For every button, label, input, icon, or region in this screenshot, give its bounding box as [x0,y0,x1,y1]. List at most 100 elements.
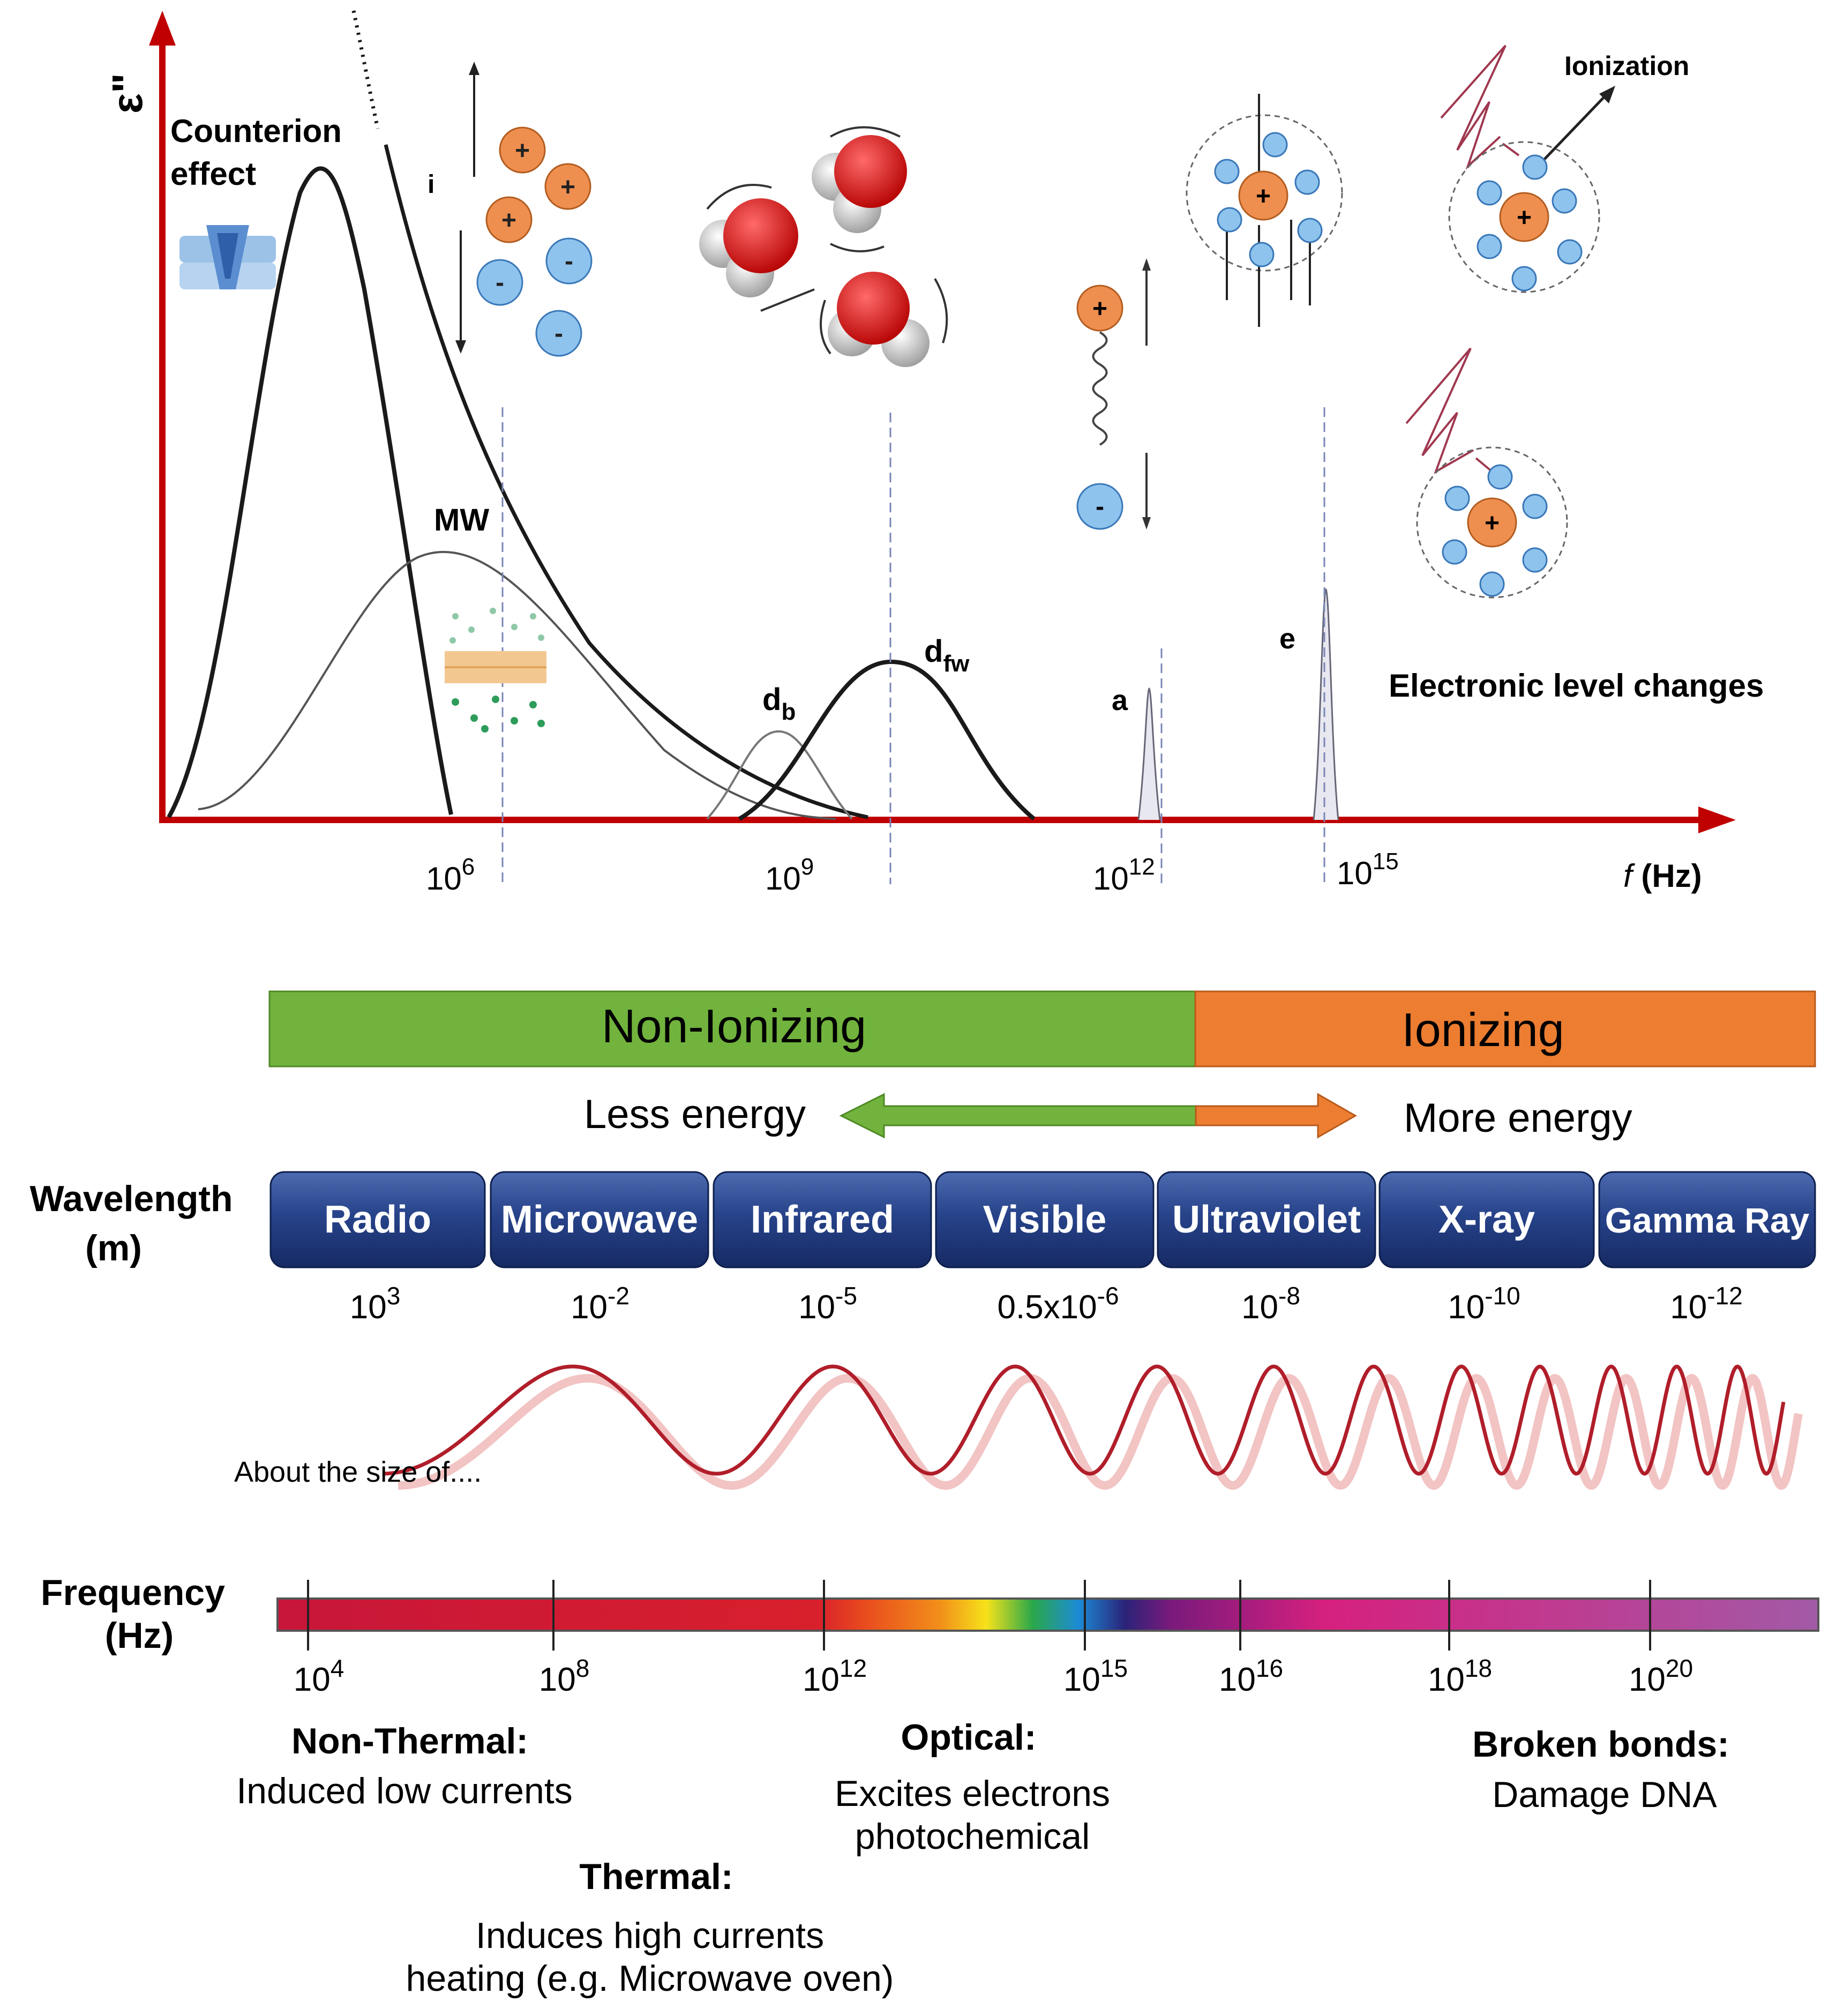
svg-text:109: 109 [765,854,814,897]
svg-text:+: + [1256,182,1271,211]
ionizing-label: Ionizing [1402,1003,1564,1056]
wave-line [383,1364,1786,1476]
counterion-label-line1: Counterion [170,113,342,149]
svg-text:106: 106 [426,854,475,897]
dfw-label: dfw [924,634,970,677]
band-wavelength-value: 103 [350,1282,401,1326]
band-box [713,1171,932,1268]
svg-text:-: - [565,247,573,275]
svg-text:-: - [496,268,504,297]
e-label: e [1279,623,1295,655]
counterion-curve [167,166,453,818]
excitation-atom-icon: + [1405,347,1568,599]
band-wavelength-value: 10-12 [1670,1282,1742,1326]
svg-text:dfw: dfw [924,634,970,677]
db-label: db [762,682,796,725]
thermal-title: Thermal: [579,1856,733,1897]
band-box [1378,1171,1595,1268]
peak-e [1313,588,1339,820]
non-thermal-title: Non-Thermal: [291,1721,528,1761]
svg-text:+: + [1517,204,1532,232]
frequency-tick-label: 104 [294,1654,344,1698]
dipole-spring-icon: + - [1076,258,1151,530]
less-energy-label: Less energy [584,1092,806,1137]
energy-arrow-green [839,1093,1197,1139]
optical-text-line2: photochemical [855,1816,1090,1857]
broken-bonds-text: Damage DNA [1492,1774,1717,1815]
band-x-ray: X-ray 10-10 [1378,1171,1595,1326]
svg-text:-: - [1096,492,1104,521]
svg-text:+: + [1485,509,1500,537]
band-label: Radio [324,1198,431,1241]
band-visible: Visible 0.5x10-6 [935,1171,1155,1326]
band-radio: Radio 103 [269,1171,486,1326]
membrane-channel-icon [179,225,276,289]
band-box [1157,1171,1376,1268]
band-infrared: Infrared 10-5 [713,1171,932,1326]
frequency-spectrum-bar [276,1597,1819,1632]
band-label: Gamma Ray [1605,1200,1810,1240]
frequency-tick-label: 1018 [1428,1654,1492,1698]
band-box [269,1171,486,1268]
svg-text:db: db [762,682,796,725]
ions-cluster-icon: + + + - - - [455,62,593,357]
y-axis-symbol: εʺ [103,73,151,114]
optical-text-line1: Excites electrons [835,1773,1110,1814]
dielectric-spectrum-graph: εʺ 106 109 1012 1015 f (Hz) Counterion e… [103,10,1764,897]
ionic-dispersion-curve [384,144,868,819]
wavelength-row: Wavelength (m) Radio103Microwave10-2Infr… [29,1171,1816,1326]
water-molecules-icon [699,126,948,367]
peak-a [1137,687,1161,820]
svg-text:+: + [560,173,575,201]
y-axis-arrowhead [149,11,176,46]
frequency-title-line2: (Hz) [105,1615,174,1656]
optical-title: Optical: [901,1717,1036,1758]
ionization-atom-icon: + [1440,44,1615,293]
frequency-tick-label: 108 [539,1654,590,1698]
ionization-label: Ionization [1564,51,1689,81]
i-label: i [428,170,434,199]
ionic-curve-dotted-tail [351,10,380,129]
band-wavelength-value: 10-8 [1241,1282,1300,1326]
svg-text:+: + [501,206,516,235]
non-ionizing-segment [268,990,1196,1067]
svg-text:-: - [554,319,563,348]
svg-text:f (Hz): f (Hz) [1623,858,1702,894]
non-thermal-text: Induced low currents [236,1771,572,1811]
wave-caption: About the size of.... [234,1456,482,1488]
top-x-tick-1e15: 1015 [1337,848,1399,891]
ionizing-segment [1194,990,1816,1067]
frequency-tick-label: 1015 [1063,1654,1128,1698]
band-wavelength-value: 0.5x10-6 [997,1282,1119,1326]
a-label: a [1112,684,1128,716]
polarized-atom-icon: + [1186,94,1343,327]
mw-label: MW [434,503,489,537]
svg-text:+: + [1092,295,1107,323]
band-label: X-ray [1438,1198,1535,1241]
band-gamma-ray: Gamma Ray 10-12 [1598,1171,1816,1326]
svg-text:1012: 1012 [1093,854,1155,897]
band-label: Ultraviolet [1172,1198,1361,1241]
frequency-tick-label: 1020 [1629,1654,1693,1698]
band-wavelength-value: 10-10 [1448,1282,1520,1326]
energy-arrow-orange [1195,1093,1358,1139]
effects-section: Non-Thermal: Induced low currents Therma… [236,1717,1729,1999]
wave-illustration: About the size of.... [234,1364,1803,1490]
band-label: Visible [983,1198,1107,1241]
db-relaxation-curve [706,730,853,820]
band-label: Microwave [501,1198,698,1241]
counterion-label-line2: effect [170,156,256,192]
svg-text:+: + [515,137,530,165]
band-wavelength-value: 10-2 [571,1282,630,1326]
wavelength-title-line2: (m) [85,1228,142,1268]
band-box [935,1171,1155,1268]
frequency-title-line1: Frequency [41,1572,225,1613]
ionizing-bar: Non-Ionizing Ionizing [268,990,1816,1067]
band-label: Infrared [751,1198,894,1241]
thermal-text-line2: heating (e.g. Microwave oven) [406,1958,894,1999]
mw-membrane-icon [445,608,546,733]
non-ionizing-label: Non-Ionizing [602,999,866,1052]
band-box [490,1171,709,1268]
band-wavelength-value: 10-5 [798,1282,857,1326]
